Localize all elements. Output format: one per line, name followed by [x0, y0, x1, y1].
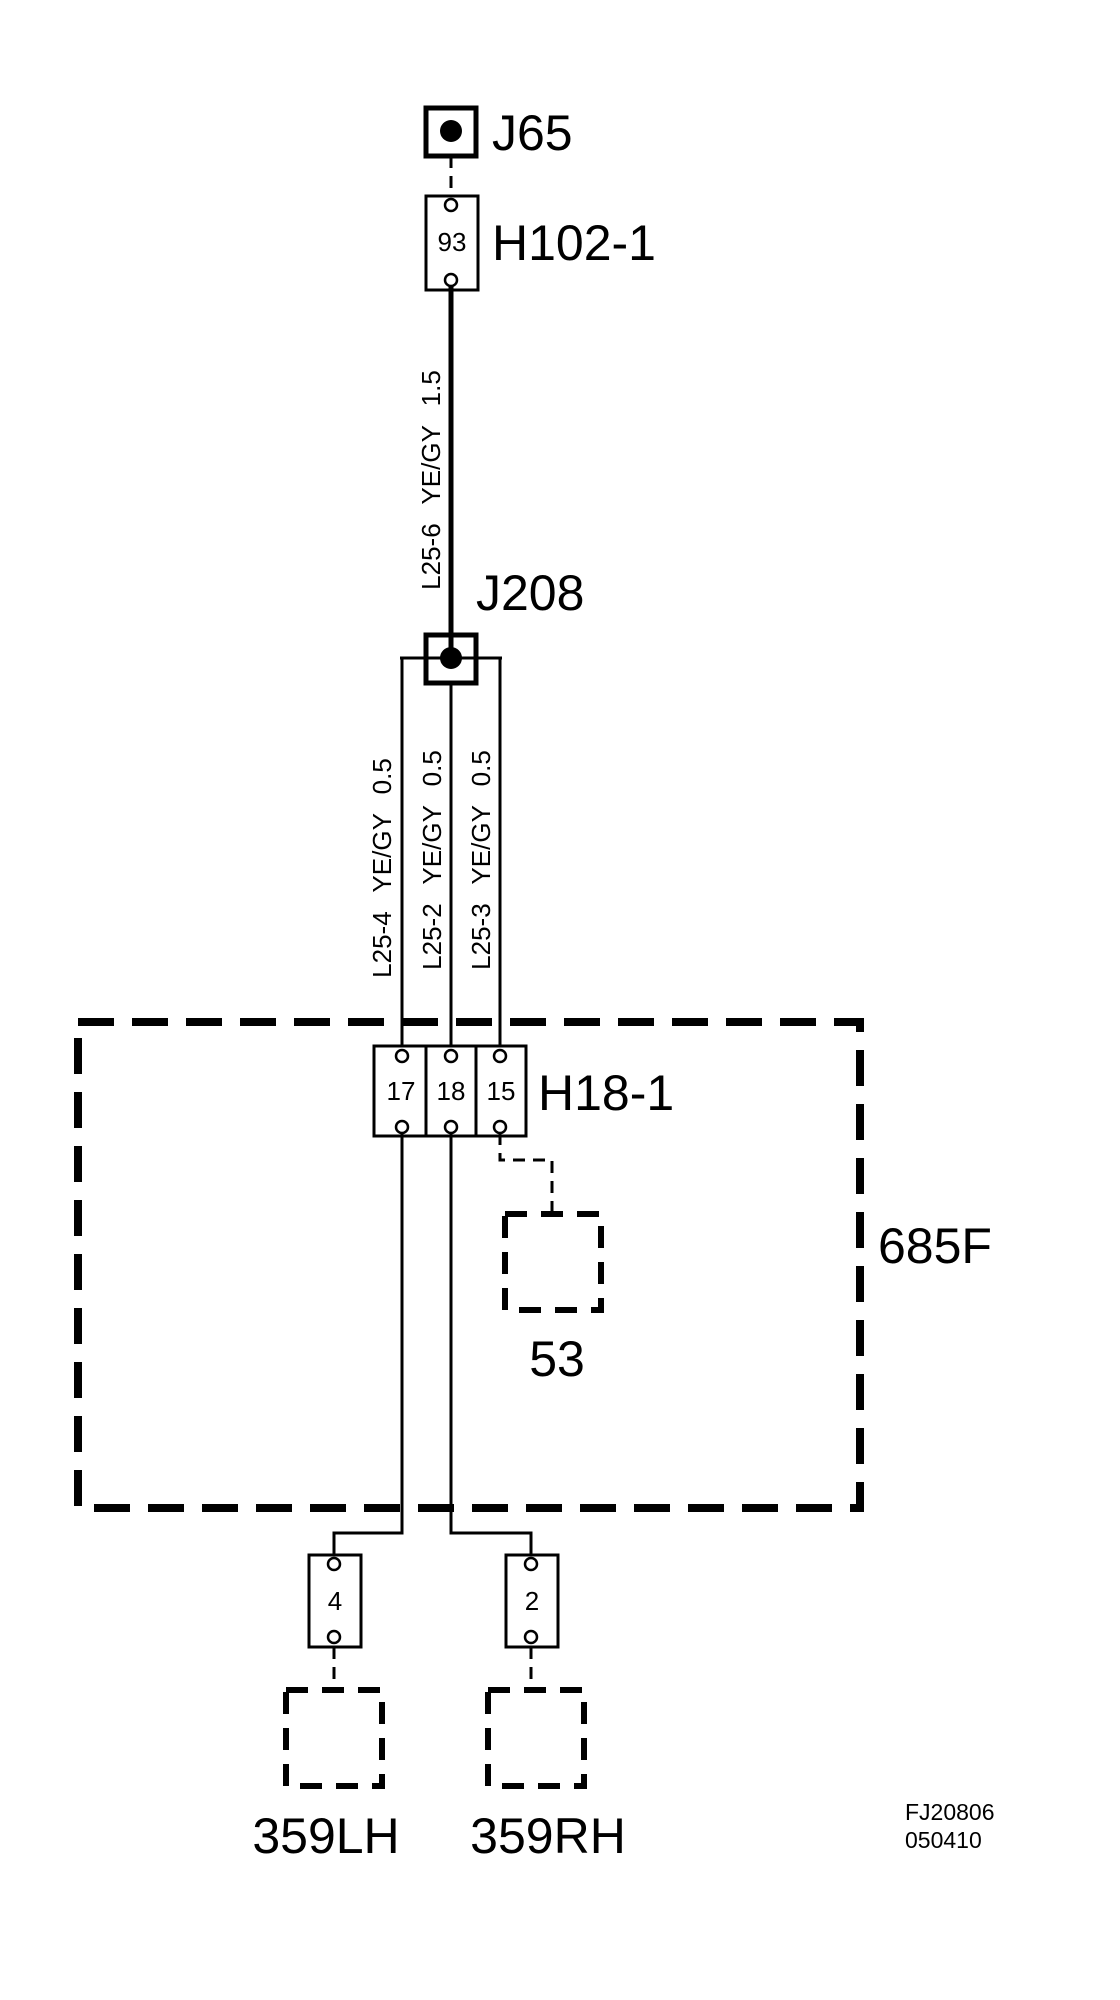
wire-l25-2-color: YE/GY [417, 805, 447, 884]
wire-l25-4-label: L25-4 YE/GY 0.5 [367, 758, 397, 978]
j65-label: J65 [492, 105, 573, 161]
lh-pin-4: 4 [328, 1586, 342, 1616]
h18-pin-17: 17 [387, 1076, 416, 1106]
wire-l25-3-color: YE/GY [466, 805, 496, 884]
junction-j65 [423, 105, 479, 159]
h102-label: H102-1 [492, 215, 656, 271]
component-359rh-box [485, 1687, 587, 1789]
wire-l25-2-size: 0.5 [417, 750, 447, 786]
reference-code: FJ20806 [905, 1799, 995, 1825]
wire-l25-4-size: 0.5 [367, 758, 397, 794]
svg-text:L25-4 YE/GY 0.5: L25-4 YE/GY 0.5 [367, 758, 397, 978]
component-53-label: 53 [529, 1331, 585, 1387]
wire-l25-4-circuit: L25-4 [367, 911, 397, 978]
h18-pin-18: 18 [437, 1076, 466, 1106]
wire-l25-3-circuit: L25-3 [466, 903, 496, 970]
h18-pin-15: 15 [487, 1076, 516, 1106]
h18-label: H18-1 [538, 1065, 674, 1121]
svg-text:L25-3 YE/GY 0.5: L25-3 YE/GY 0.5 [466, 750, 496, 970]
h102-pin-93: 93 [438, 227, 467, 257]
rh-pin-2: 2 [525, 1586, 539, 1616]
j208-label: J208 [476, 565, 584, 621]
svg-text:L25-2 YE/GY 0.5: L25-2 YE/GY 0.5 [417, 750, 447, 970]
component-53-box [502, 1211, 604, 1313]
reference-date: 050410 [905, 1827, 982, 1853]
wire-to-359rh [449, 1133, 533, 1555]
wire-l25-2-circuit: L25-2 [417, 903, 447, 970]
wire-l25-6-size: 1.5 [416, 370, 446, 406]
wire-to-359lh [332, 1133, 404, 1555]
module-685f-boundary [74, 1018, 864, 1512]
component-359lh-label: 359LH [252, 1808, 399, 1864]
wire-l25-3-size: 0.5 [466, 750, 496, 786]
connector-h102-1 [424, 194, 480, 292]
component-359rh-label: 359RH [470, 1808, 626, 1864]
module-685f-label: 685F [878, 1218, 992, 1274]
wire-l25-3-label: L25-3 YE/GY 0.5 [466, 750, 496, 970]
wire-l25-2-label: L25-2 YE/GY 0.5 [417, 750, 447, 970]
wire-l25-6-circuit: L25-6 [416, 523, 446, 590]
wire-l25-6-label: L25-6 YE/GY 1.5 [416, 370, 446, 590]
wire-l25-6-color: YE/GY [416, 425, 446, 504]
h18-53-link [498, 1133, 554, 1212]
component-359lh-box [283, 1687, 385, 1789]
connector-h18-1 [372, 1044, 528, 1138]
svg-text:L25-6 YE/GY 1.5: L25-6 YE/GY 1.5 [416, 370, 446, 590]
wire-l25-4-color: YE/GY [367, 813, 397, 892]
